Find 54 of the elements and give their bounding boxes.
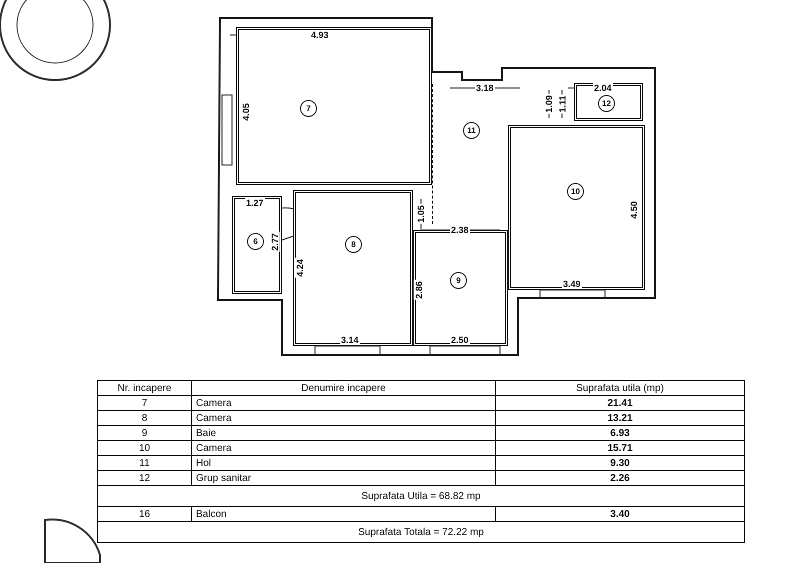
room-name-cell: Hol — [192, 456, 496, 470]
room-name-cell: Baie — [192, 426, 496, 440]
room-number: 6 — [247, 233, 264, 250]
room-number: 10 — [567, 183, 584, 200]
room-name-cell: Balcon — [192, 506, 496, 522]
area-cell: 6.93 — [496, 426, 744, 440]
room-name-cell: Camera — [192, 410, 496, 426]
room-number: 7 — [300, 100, 317, 117]
dimension-label: 1.11 — [557, 94, 568, 114]
room-name-cell: Grup sanitar — [192, 470, 496, 486]
room-number: 9 — [450, 272, 467, 289]
dimension-label: 3.18 — [475, 83, 495, 93]
dimension-label: 2.77 — [270, 232, 280, 252]
room-number-cell: 7 — [98, 396, 192, 410]
header-cell: Nr. incapere — [98, 380, 192, 396]
dimension-label: 1.27 — [245, 198, 265, 208]
dimension-label: 4.05 — [240, 102, 251, 122]
dimension-label: 3.49 — [562, 279, 582, 289]
room-number-cell: 12 — [98, 470, 192, 486]
area-cell: 15.71 — [496, 440, 744, 456]
room-number: 12 — [598, 95, 615, 112]
area-cell: 2.26 — [496, 470, 744, 486]
room-number-cell: 8 — [98, 410, 192, 426]
dimension-label: 4.50 — [628, 200, 639, 220]
room — [574, 83, 643, 121]
dimension-label: 2.38 — [450, 225, 470, 235]
room-number-cell: 10 — [98, 440, 192, 456]
area-cell: 21.41 — [496, 396, 744, 410]
total-area-cell: Suprafata Totala = 72.22 mp — [98, 522, 744, 542]
room — [508, 125, 645, 290]
dimension-label: 2.86 — [414, 280, 424, 300]
room — [293, 190, 413, 346]
dimension-label: 2.04 — [593, 83, 613, 93]
header-cell: Denumire incapere — [192, 380, 496, 396]
area-cell: 13.21 — [496, 410, 744, 426]
room-number: 11 — [463, 122, 480, 139]
dimension-label: 1.09 — [544, 94, 554, 114]
room — [236, 27, 432, 185]
room-name-cell: Camera — [192, 440, 496, 456]
dimension-label: 4.93 — [310, 30, 330, 40]
total-area-cell: Suprafata Utila = 68.82 mp — [98, 486, 744, 506]
header-cell: Suprafata utila (mp) — [496, 380, 744, 396]
area-cell: 3.40 — [496, 506, 744, 522]
room-number-cell: 9 — [98, 426, 192, 440]
area-cell: 9.30 — [496, 456, 744, 470]
dimension-label: 3.14 — [340, 335, 360, 345]
room-number-cell: 16 — [98, 506, 192, 522]
room-number-cell: 11 — [98, 456, 192, 470]
dimension-label: 4.24 — [294, 258, 305, 278]
dimension-label: 1.05 — [416, 204, 426, 224]
room-name-cell: Camera — [192, 396, 496, 410]
dimension-label: 2.50 — [450, 335, 470, 345]
room — [232, 196, 282, 294]
room-number: 8 — [345, 236, 362, 253]
